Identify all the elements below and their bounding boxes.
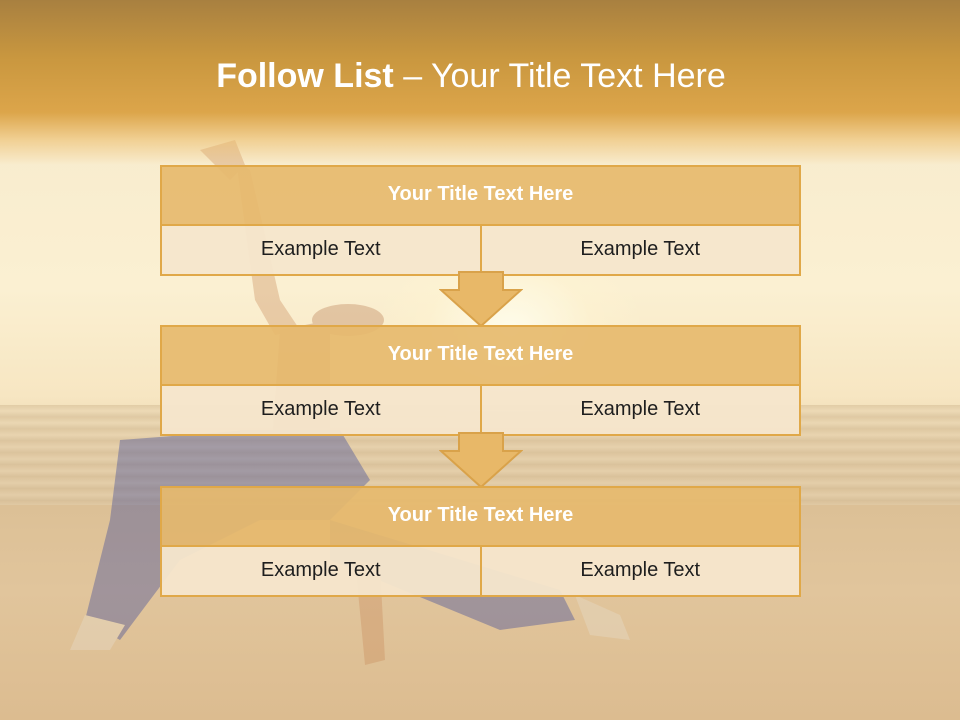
list-box-title: Your Title Text Here [162, 327, 799, 386]
list-box-row: Example Text Example Text [162, 547, 799, 595]
list-box-cell-left: Example Text [260, 398, 381, 420]
header-band [0, 0, 960, 165]
title-bold-part: Follow List [216, 57, 394, 95]
list-box-2: Your Title Text Here Example Text Exampl… [160, 325, 801, 436]
list-box-row: Example Text Example Text [162, 386, 799, 434]
title-rest-part: – Your Title Text Here [403, 57, 726, 95]
list-box-cell-left: Example Text [260, 238, 381, 260]
list-box-1: Your Title Text Here Example Text Exampl… [160, 165, 801, 276]
list-box-row: Example Text Example Text [162, 226, 799, 274]
down-arrow-icon [439, 271, 523, 328]
list-box-title: Your Title Text Here [162, 488, 799, 547]
list-box-3: Your Title Text Here Example Text Exampl… [160, 486, 801, 597]
slide-title: Follow List – Your Title Text Here [0, 52, 942, 100]
list-box-cell-right: Example Text [479, 547, 800, 595]
list-box-cell-left: Example Text [260, 559, 381, 581]
list-box-cell-right: Example Text [479, 386, 800, 434]
down-arrow-icon [439, 432, 523, 489]
list-box-title: Your Title Text Here [162, 167, 799, 226]
list-box-cell-right: Example Text [479, 226, 800, 274]
